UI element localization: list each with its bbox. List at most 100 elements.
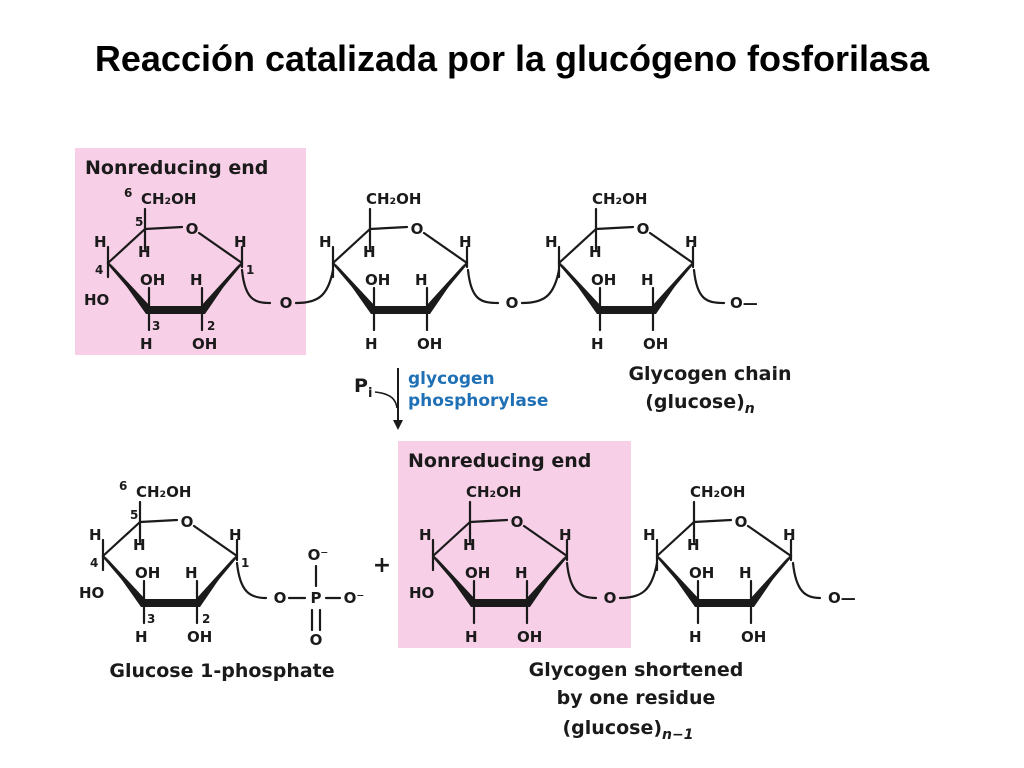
shortened-glycogen-label-line2: by one residue <box>557 687 716 709</box>
atom-label: OH <box>689 564 714 582</box>
atom-label: H <box>185 564 198 582</box>
atom-label: H <box>739 564 752 582</box>
phosphorus-atom: P <box>311 589 322 607</box>
atom-label: H <box>685 233 698 251</box>
atom-label: H <box>94 233 107 251</box>
atom-label: O <box>411 220 424 238</box>
atom-label: H <box>643 526 656 544</box>
atom-label: 2 <box>202 612 210 626</box>
atom-label: OH <box>365 271 390 289</box>
nonreducing-end-box-bottom <box>398 441 631 648</box>
nonreducing-end-box-top <box>75 148 306 355</box>
atom-label: H <box>229 526 242 544</box>
enzyme-label-line2: phosphorylase <box>408 391 548 411</box>
atom-label: H <box>459 233 472 251</box>
atom-label: O <box>735 513 748 531</box>
atom-label: 2 <box>207 319 215 333</box>
glycosidic-links-bottom: O O O— <box>235 561 856 607</box>
atom-label: H <box>687 536 700 554</box>
atom-label: 6 <box>119 479 127 493</box>
nonreducing-end-label-top: Nonreducing end <box>85 157 268 179</box>
atom-label: O <box>186 220 199 238</box>
shortened-glycogen-label-line1: Glycogen shortened <box>529 659 744 681</box>
glucose-ring <box>106 207 244 332</box>
atom-label: H <box>135 628 148 646</box>
atom-label: OH <box>192 335 217 353</box>
atom-label: OH <box>465 564 490 582</box>
glycosidic-oxygen: O <box>280 294 293 312</box>
atom-label: H <box>365 335 378 353</box>
atom-label: H <box>465 628 478 646</box>
atom-label: 1 <box>246 263 254 277</box>
atom-label: O <box>511 513 524 531</box>
glucose-ring <box>557 207 695 332</box>
atom-label: H <box>515 564 528 582</box>
phosphate-o-minus-right: O⁻ <box>344 589 365 607</box>
atom-label: H <box>415 271 428 289</box>
atom-label: 3 <box>152 319 160 333</box>
atom-label: H <box>545 233 558 251</box>
glucose-1-phosphate-label: Glucose 1-phosphate <box>109 660 334 682</box>
atom-label: H <box>419 526 432 544</box>
page-title: Reacción catalizada por la glucógeno fos… <box>94 38 930 79</box>
phosphate-oxygen-double: O <box>310 631 323 649</box>
atom-label: CH₂OH <box>366 190 421 208</box>
atom-label: CH₂OH <box>136 483 191 501</box>
atom-label: O <box>637 220 650 238</box>
glycosidic-links-top: O O O— <box>240 268 758 312</box>
glycosidic-oxygen: O <box>604 589 617 607</box>
atom-label: OH <box>187 628 212 646</box>
atom-label: H <box>133 536 146 554</box>
atom-label: OH <box>517 628 542 646</box>
atom-label: H <box>190 271 203 289</box>
atom-label: CH₂OH <box>690 483 745 501</box>
atom-label: O <box>181 513 194 531</box>
phosphate-o-minus-top: O⁻ <box>308 546 329 564</box>
atom-label: 1 <box>241 556 249 570</box>
atom-label: OH <box>135 564 160 582</box>
phosphate-oxygen: O <box>274 589 287 607</box>
atom-label: OH <box>140 271 165 289</box>
atom-label: 4 <box>90 556 98 570</box>
atom-label: 5 <box>130 508 138 522</box>
shortened-glycogen-label-line3: (glucose)n−1 <box>563 717 694 743</box>
glucose-ring <box>431 500 569 625</box>
glycogen-chain-label: Glycogen chain <box>628 363 791 385</box>
glucose-ring <box>331 207 469 332</box>
glycosidic-oxygen: O <box>506 294 519 312</box>
atom-label: 4 <box>95 263 103 277</box>
phosphate-reagent: Pi <box>354 375 372 401</box>
plus-sign: + <box>373 553 391 578</box>
phosphate-group: P O⁻ O⁻ O <box>308 546 365 649</box>
chain-end-oxygen: O— <box>828 589 856 607</box>
atom-label: HO <box>409 584 434 602</box>
glucose-ring <box>101 500 239 625</box>
atom-label: OH <box>417 335 442 353</box>
atom-label: H <box>140 335 153 353</box>
atom-label: H <box>363 243 376 261</box>
atom-label: 6 <box>124 186 132 200</box>
nonreducing-end-label-bottom: Nonreducing end <box>408 450 591 472</box>
atom-label: H <box>641 271 654 289</box>
atom-label: H <box>589 243 602 261</box>
glycogen-chain-subtitle: (glucose)n <box>645 391 755 417</box>
atom-label: OH <box>591 271 616 289</box>
atom-label: CH₂OH <box>592 190 647 208</box>
atom-label: H <box>689 628 702 646</box>
atom-label: H <box>89 526 102 544</box>
atom-label: 3 <box>147 612 155 626</box>
atom-label: 5 <box>135 215 143 229</box>
atom-label: H <box>234 233 247 251</box>
atom-label: H <box>319 233 332 251</box>
atom-label: H <box>138 243 151 261</box>
atom-label: H <box>591 335 604 353</box>
glucose-ring <box>655 500 793 625</box>
atom-label: HO <box>84 291 109 309</box>
atom-label: HO <box>79 584 104 602</box>
chain-end-oxygen: O— <box>730 294 758 312</box>
enzyme-label-line1: glycogen <box>408 369 495 389</box>
atom-label: OH <box>643 335 668 353</box>
atom-label: CH₂OH <box>466 483 521 501</box>
